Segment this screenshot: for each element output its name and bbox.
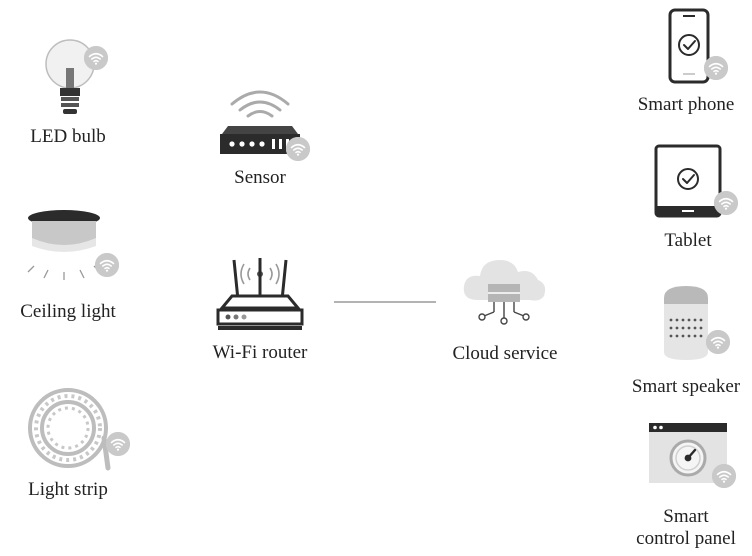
label-control-panel-line1: Smart	[663, 506, 709, 527]
wifi-icon	[95, 253, 119, 277]
label-led-bulb: LED bulb	[30, 126, 106, 147]
label-tablet: Tablet	[664, 230, 712, 251]
label-smart-speaker: Smart speaker	[631, 376, 741, 397]
label-ceiling-light: Ceiling light	[20, 301, 116, 322]
label-wifi-router: Wi-Fi router	[212, 342, 308, 363]
wifi-icon	[106, 432, 130, 456]
wifi-icon	[706, 330, 730, 354]
label-cloud-service: Cloud service	[452, 343, 558, 364]
wifi-icon	[712, 464, 736, 488]
light-strip-icon	[28, 388, 111, 471]
sensor-icon	[220, 90, 300, 154]
speaker-icon	[664, 286, 708, 360]
cloud-icon	[463, 260, 546, 325]
wifi-icon	[714, 191, 738, 215]
light-bulb-icon	[45, 39, 95, 114]
wifi-icon	[286, 137, 310, 161]
phone-icon	[668, 8, 710, 84]
label-sensor: Sensor	[234, 167, 286, 188]
label-control-panel-line2: control panel	[636, 528, 736, 549]
connection-line	[334, 301, 436, 303]
wifi-icon	[704, 56, 728, 80]
label-light-strip: Light strip	[28, 479, 108, 500]
tablet-icon	[654, 144, 722, 218]
router-icon	[216, 258, 304, 330]
ceiling-light-icon	[27, 210, 101, 280]
wifi-icon	[84, 46, 108, 70]
label-smart-phone: Smart phone	[637, 94, 735, 115]
